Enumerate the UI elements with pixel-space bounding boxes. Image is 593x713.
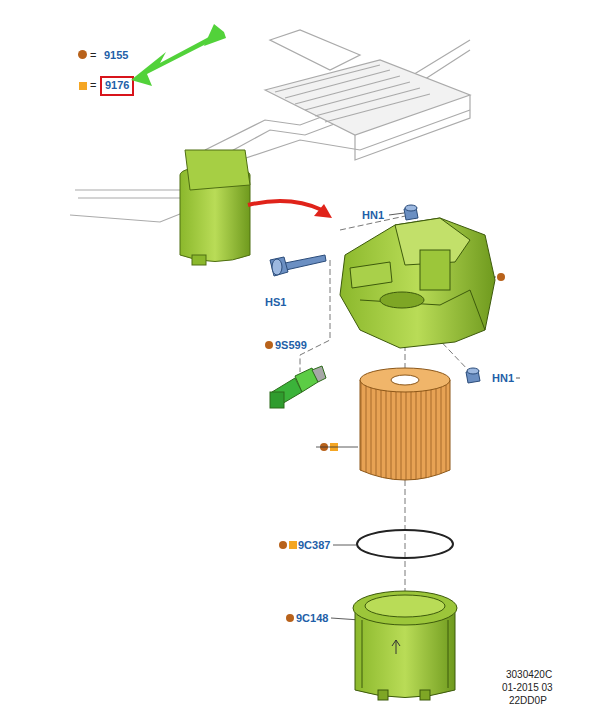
callout-number: HN1 <box>492 372 514 385</box>
reference-code: 01-2015 03 <box>502 681 553 694</box>
legend-text: 9176 <box>105 79 129 92</box>
callout-number: 9C387 <box>298 539 330 552</box>
equals-sign: = <box>90 49 96 62</box>
callout-number: 9C148 <box>296 612 328 625</box>
callout-number: HN1 <box>362 209 384 222</box>
equals-sign: = <box>90 79 96 92</box>
legend-swatch <box>79 82 87 90</box>
legend-swatch <box>78 50 87 59</box>
reference-code: 22DD0P <box>509 694 547 707</box>
reference-code: 3030420C <box>506 668 552 681</box>
callout-number: HS1 <box>265 296 286 309</box>
legend-text: 9155 <box>104 49 128 62</box>
callout-number: 9S599 <box>275 339 307 352</box>
